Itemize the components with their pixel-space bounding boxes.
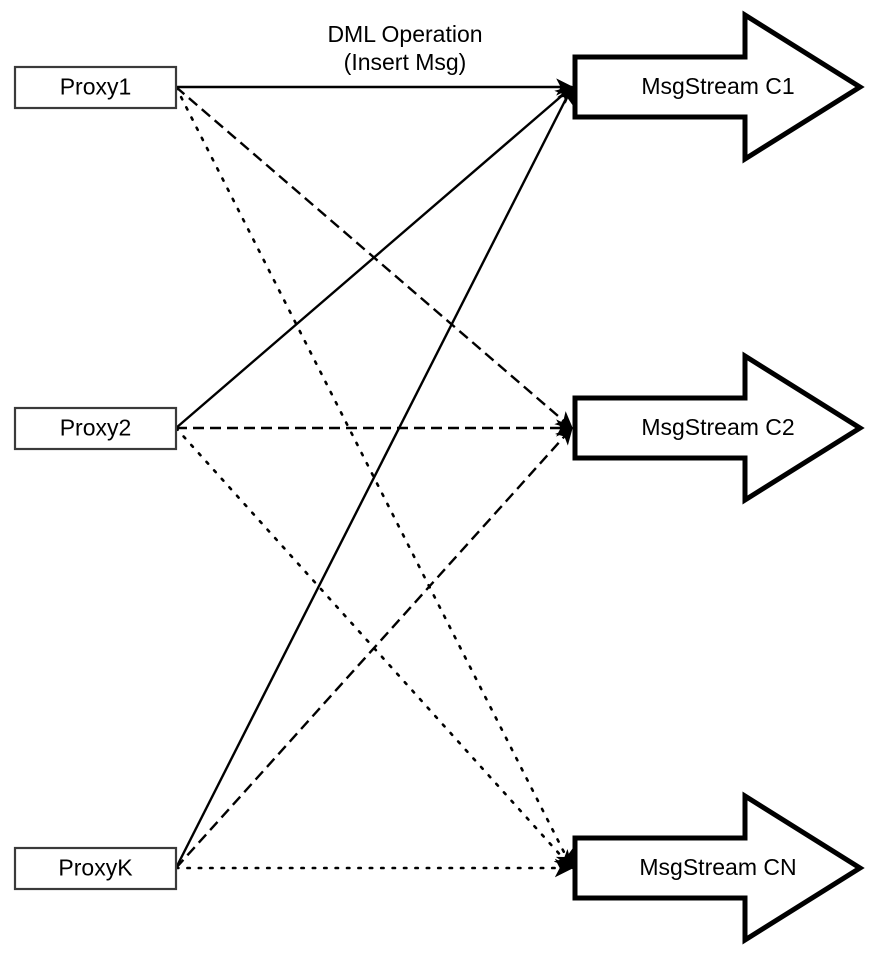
proxy-node-proxy2[interactable]: Proxy2 [13,406,178,451]
proxy2-box[interactable] [13,406,178,451]
msgstream-c2-arrow-shape[interactable] [572,351,865,505]
msgstream-nodes-group: MsgStream C1 MsgStream C2 MsgStream CN [572,10,865,945]
edge-proxyk-to-stream-c1 [174,85,574,869]
connector-edges-group [174,78,574,878]
proxy-nodes-group: Proxy1 Proxy2 ProxyK [13,65,178,891]
proxy2-label: Proxy2 [60,415,132,441]
proxyk-box[interactable] [13,846,178,891]
proxy-node-proxy1[interactable]: Proxy1 [13,65,178,110]
msgstream-cn-arrow-shape[interactable] [572,791,865,945]
dml-operation-label: DML Operation (Insert Msg) [327,21,482,75]
proxy1-label: Proxy1 [60,74,132,100]
dml-operation-label-line1: DML Operation [327,21,482,47]
proxy-node-proxyk[interactable]: ProxyK [13,846,178,891]
msgstream-node-cn[interactable]: MsgStream CN [572,791,865,945]
proxyk-label: ProxyK [58,855,133,881]
msgstream-c1-arrow-shape[interactable] [572,10,865,164]
msgstream-node-c1[interactable]: MsgStream C1 [572,10,865,164]
msgstream-cn-label: MsgStream CN [639,854,796,880]
dml-operation-label-line2: (Insert Msg) [344,49,467,75]
msgstream-c1-label: MsgStream C1 [641,73,794,99]
proxy1-box[interactable] [13,65,178,110]
edge-proxy1-to-stream-cn [174,85,574,870]
msgstream-node-c2[interactable]: MsgStream C2 [572,351,865,505]
edge-proxyk-to-stream-c2 [175,426,573,869]
msgstream-c2-label: MsgStream C2 [641,414,794,440]
edge-proxy2-to-stream-c1 [175,86,574,429]
